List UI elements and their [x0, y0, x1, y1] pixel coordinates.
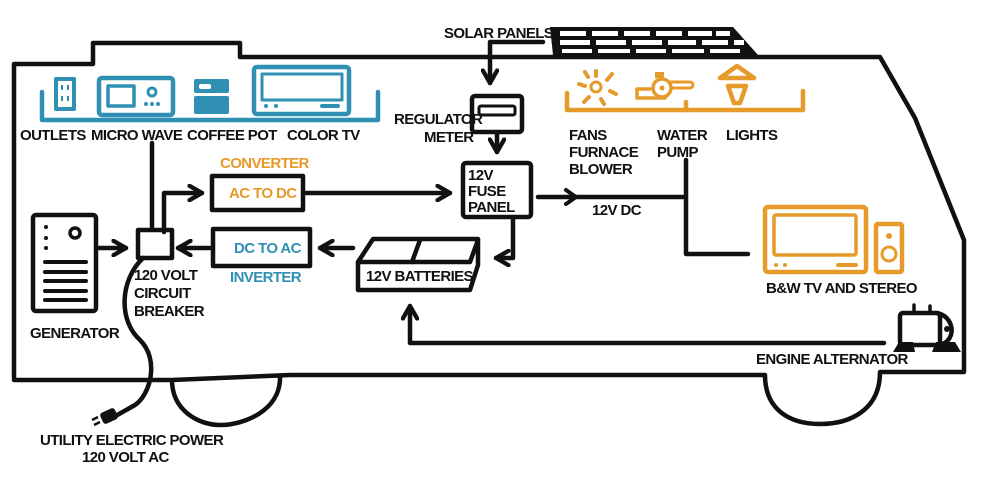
lights-icon [717, 63, 757, 106]
inverter-title: INVERTER [230, 269, 302, 286]
utility-label-line1: UTILITY ELECTRIC POWER [40, 432, 224, 449]
fuse-panel-line1: 12V [468, 167, 493, 184]
fuse-panel-box [460, 160, 534, 220]
breaker-label-line1: 120 VOLT [134, 267, 198, 284]
water-pump-label-line1: WATER [657, 127, 708, 144]
alternator-label: ENGINE ALTERNATOR [756, 351, 909, 368]
solar-panels-icon [550, 27, 758, 55]
alternator-icon [893, 303, 961, 352]
converter-box [209, 173, 306, 213]
converter-box-label: AC TO DC [229, 185, 297, 202]
regulator-label-line2: METER [424, 129, 474, 146]
breaker-to-converter-wire [161, 193, 205, 235]
breaker-label-line3: BREAKER [134, 303, 205, 320]
coffee-pot-label: COFFEE POT [187, 127, 277, 144]
fuse-panel-line3: PANEL [468, 199, 515, 216]
fans-label-line1: FANS [569, 127, 607, 144]
dc-to-tv-wire [683, 157, 751, 257]
dc-appliance-shelf [564, 88, 806, 113]
generator-icon [30, 212, 99, 314]
lights-label: LIGHTS [726, 127, 778, 144]
outlets-icon [54, 77, 76, 111]
dc-label: 12V DC [592, 202, 642, 219]
battery-icon [355, 236, 481, 293]
alternator-to-battery-wire [410, 303, 887, 346]
regulator-label-line1: REGULATOR [394, 111, 483, 128]
dc-bus-arrow [564, 188, 578, 206]
batteries-label: 12V BATTERIES [366, 268, 474, 285]
color-tv-label: COLOR TV [287, 127, 360, 144]
plug-icon [91, 408, 118, 427]
solar-to-regulator-wire [490, 39, 546, 86]
fuse-panel-line2: FUSE [468, 183, 506, 200]
stereo-speaker-icon [873, 221, 905, 275]
bw-tv-stereo-label: B&W TV AND STEREO [766, 280, 918, 297]
fan-icon [577, 69, 618, 106]
microwave-icon [96, 75, 176, 118]
circuit-breaker-box [135, 227, 175, 261]
color-tv-icon [251, 64, 352, 117]
coffee-pot-icon [194, 79, 229, 114]
water-pump-label-line2: PUMP [657, 144, 699, 161]
inverter-box [210, 226, 313, 269]
microwave-label: MICRO WAVE [91, 127, 183, 144]
ac-appliance-shelf [39, 89, 381, 123]
utility-label-line2: 120 VOLT AC [82, 449, 170, 466]
water-pump-icon [635, 72, 695, 100]
bw-tv-icon [762, 204, 869, 275]
fans-label-line3: BLOWER [569, 161, 633, 178]
breaker-label-line2: CIRCUIT [134, 285, 191, 302]
fans-label-line2: FURNACE [569, 144, 639, 161]
solar-panels-label: SOLAR PANELS [444, 25, 554, 42]
generator-label: GENERATOR [30, 325, 120, 342]
shore-power-cord [109, 255, 154, 421]
outlets-label: OUTLETS [20, 127, 86, 144]
rv-body-outline [11, 40, 967, 428]
converter-title: CONVERTER [220, 155, 310, 172]
fuse-to-battery-wire [493, 216, 516, 258]
inverter-box-label: DC TO AC [234, 240, 302, 257]
